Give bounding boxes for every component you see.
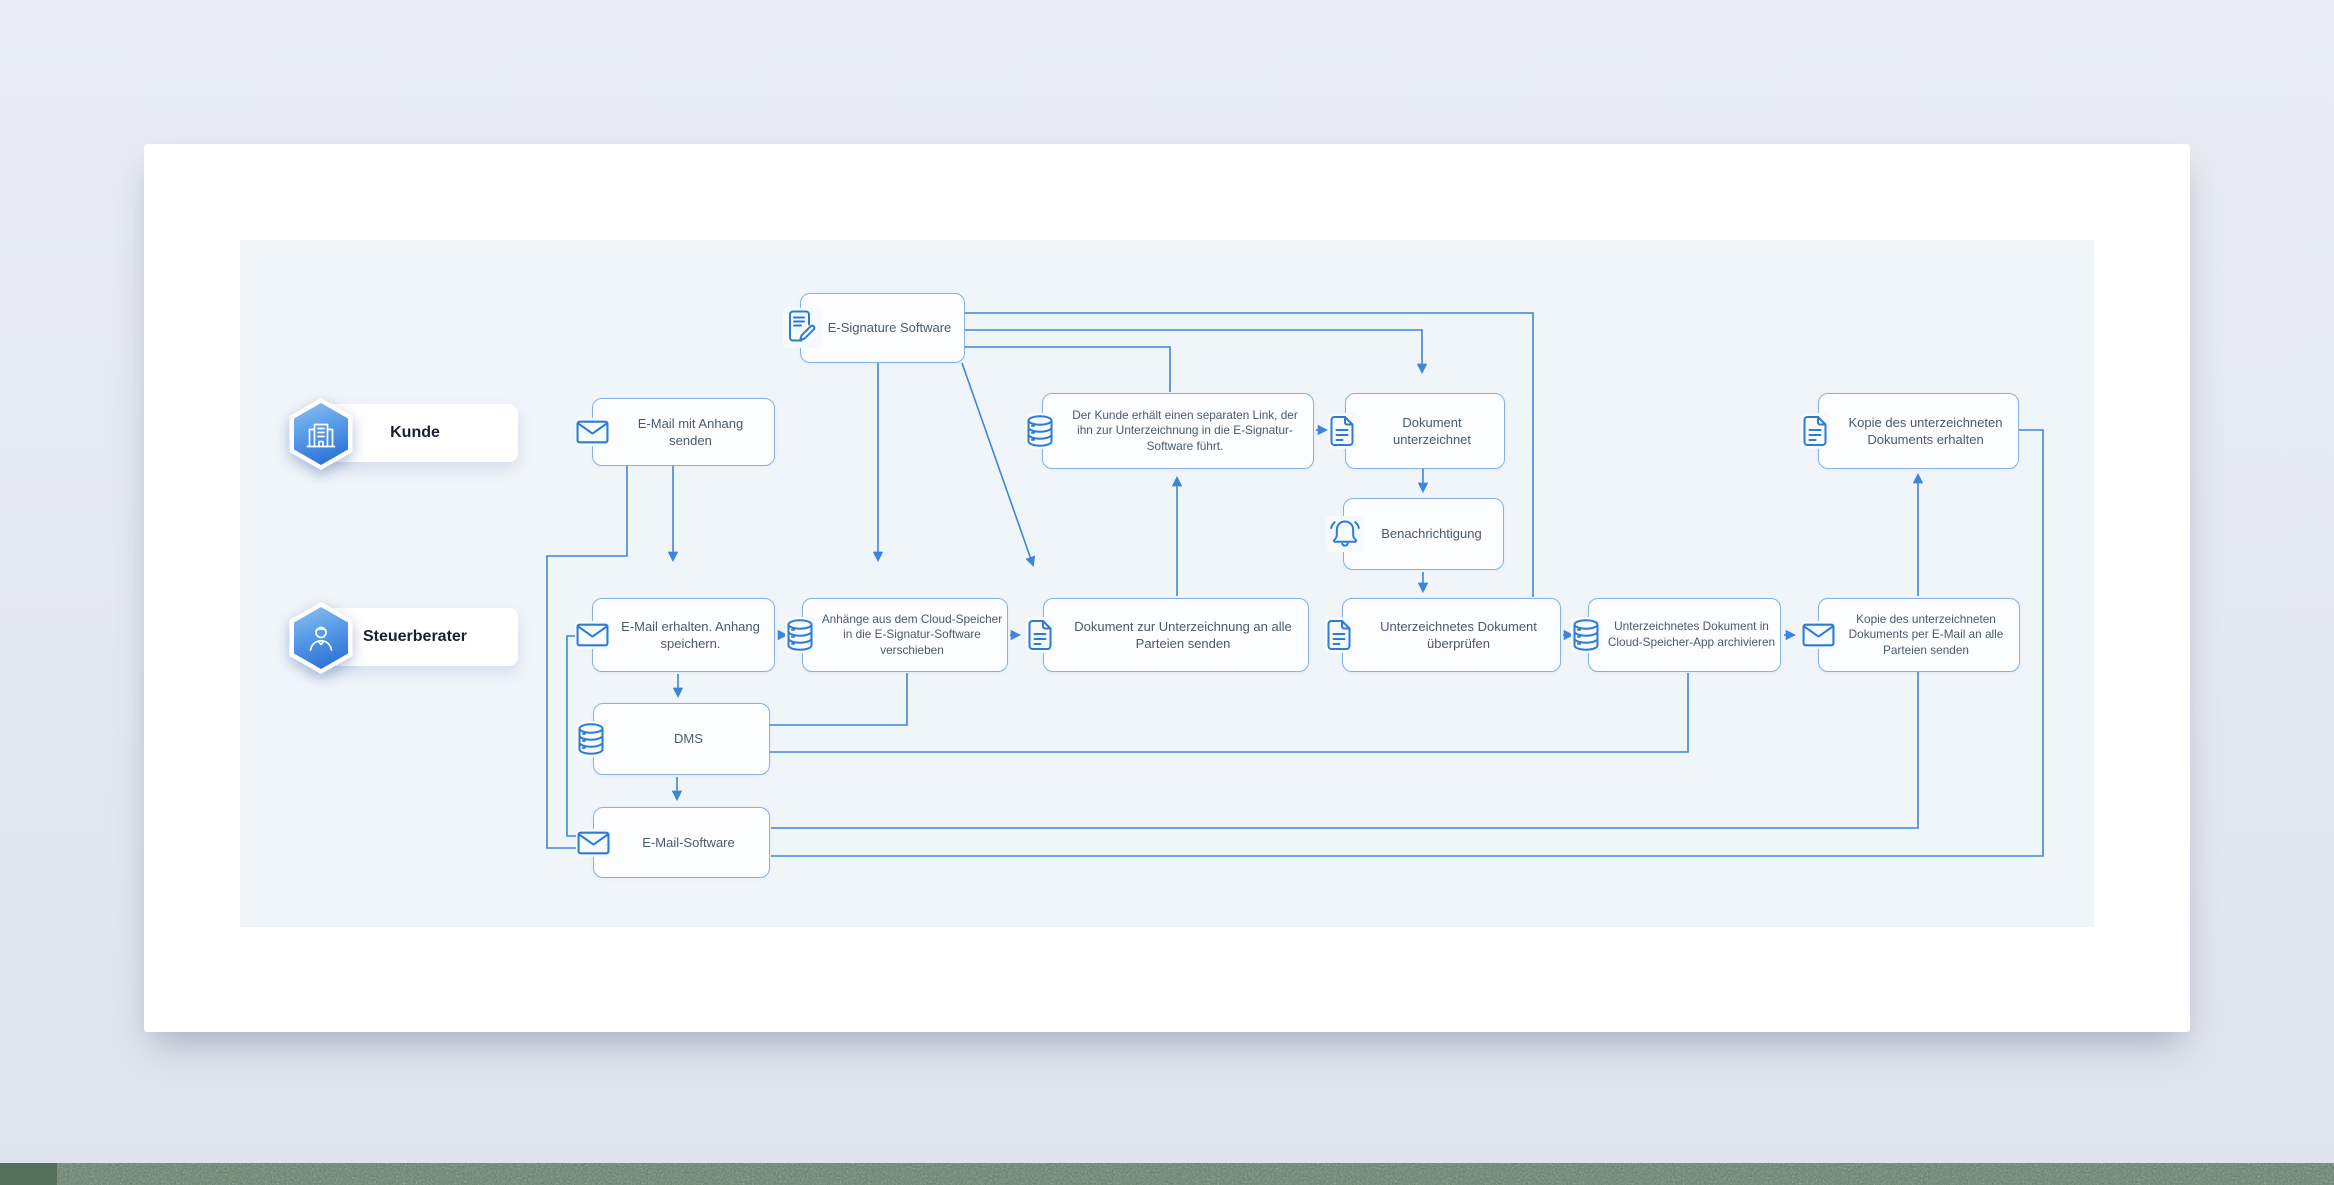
node-label: Der Kunde erhält einen separaten Link, d… bbox=[1072, 407, 1298, 453]
node-label: E-Mail erhalten. Anhang speichern. bbox=[621, 618, 760, 651]
node-label: Dokument unterzeichnet bbox=[1392, 414, 1472, 447]
database-icon bbox=[1571, 617, 1601, 653]
node-kopie-email: Kopie des unterzeichneten Dokuments per … bbox=[1801, 598, 2020, 672]
noise-strip bbox=[0, 1163, 2334, 1185]
node-ueberpruefen: Unterzeichnetes Dokument überprüfen bbox=[1325, 598, 1561, 672]
node-label: Kopie des unterzeichneten Dokuments per … bbox=[1848, 611, 2004, 657]
node-label: E-Mail mit Anhang senden bbox=[637, 415, 744, 448]
node-label: E-Signature Software bbox=[827, 320, 952, 336]
actor-label: Steuerberater bbox=[362, 628, 468, 645]
node-kopie-erhalten: Kopie des unterzeichneten Dokuments erha… bbox=[1801, 393, 2019, 469]
node-label: Kopie des unterzeichneten Dokuments erha… bbox=[1848, 414, 2003, 447]
node-label: Unterzeichnetes Dokument überprüfen bbox=[1380, 618, 1537, 651]
signature-document-icon bbox=[783, 308, 823, 348]
node-label: Anhänge aus dem Cloud-Speicher in die E-… bbox=[821, 611, 1003, 657]
node-email-software: E-Mail-Software bbox=[576, 807, 770, 878]
node-label: DMS bbox=[674, 731, 703, 747]
document-icon bbox=[1325, 617, 1353, 653]
steuerberater-badge bbox=[286, 602, 356, 674]
document-icon bbox=[1801, 413, 1829, 449]
envelope-icon bbox=[575, 418, 610, 446]
node-dms: DMS bbox=[576, 703, 770, 775]
node-benachrichtigung: Benachrichtigung bbox=[1326, 498, 1504, 570]
node-label: Dokument zur Unterzeichnung an alle Part… bbox=[1074, 618, 1292, 651]
node-label: E-Mail-Software bbox=[642, 834, 735, 850]
node-anhaenge: Anhänge aus dem Cloud-Speicher in die E-… bbox=[785, 598, 1008, 672]
node-archivieren: Unterzeichnetes Dokument in Cloud-Speich… bbox=[1571, 598, 1781, 672]
actor-label: Kunde bbox=[390, 424, 440, 441]
diagram-panel bbox=[240, 240, 2094, 927]
envelope-icon bbox=[575, 621, 610, 649]
envelope-icon bbox=[1801, 621, 1836, 649]
database-icon bbox=[785, 617, 815, 653]
node-dok-unterzeichnet: Dokument unterzeichnet bbox=[1328, 393, 1505, 469]
bell-icon bbox=[1326, 516, 1364, 552]
building-icon bbox=[306, 420, 336, 448]
envelope-icon bbox=[576, 828, 611, 857]
node-label: Benachrichtigung bbox=[1381, 526, 1482, 542]
node-email-erhalten: E-Mail erhalten. Anhang speichern. bbox=[575, 598, 775, 672]
node-email-senden: E-Mail mit Anhang senden bbox=[575, 398, 775, 466]
database-icon bbox=[576, 721, 606, 757]
database-icon bbox=[1025, 413, 1055, 449]
person-icon bbox=[307, 624, 335, 652]
document-icon bbox=[1026, 617, 1054, 653]
node-dok-zur: Dokument zur Unterzeichnung an alle Part… bbox=[1026, 598, 1309, 672]
kunde-badge bbox=[286, 398, 356, 470]
node-label: Unterzeichnetes Dokument in Cloud-Speich… bbox=[1607, 619, 1776, 649]
node-kunde-link: Der Kunde erhält einen separaten Link, d… bbox=[1025, 393, 1314, 469]
node-esig: E-Signature Software bbox=[783, 293, 965, 363]
document-icon bbox=[1328, 413, 1356, 449]
